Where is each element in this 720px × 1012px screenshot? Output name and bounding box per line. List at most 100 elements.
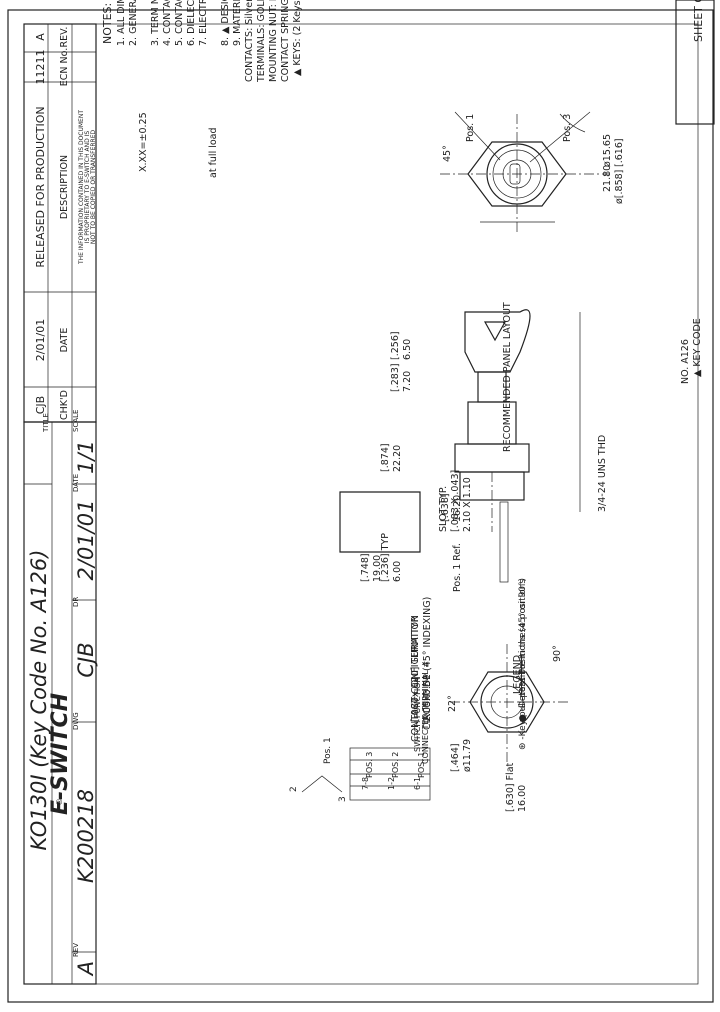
- side-d1-in: [.256]: [390, 331, 401, 360]
- rear-term-in: [.080x.020] TERM TYP: [410, 616, 421, 722]
- circuit-subtitle: CONTACT CONFIGURATION: [410, 615, 421, 742]
- circuit-n3: 3: [338, 796, 348, 802]
- key-code-2: NO. A126: [680, 339, 691, 384]
- val-1: 6-1: [413, 777, 422, 790]
- title-block: TITLE KO130I (Key Code No. A126) E-SWITC…: [23, 410, 98, 985]
- rear-dia: ø11.79: [462, 739, 473, 772]
- panel-h: 19.00: [372, 555, 383, 582]
- col-1: POS. 1: [417, 752, 426, 778]
- circuit-pos: Pos. 1: [323, 737, 333, 764]
- note-2: 2. GENERAL TOLERANCE: X.X=±0.4: [128, 0, 139, 46]
- legend-item-1: ● -Detent Positions (45° or 90°): [518, 578, 528, 722]
- rear-flat-in: [.630] Flat: [505, 762, 516, 812]
- revision-block: A REV. 11211 ECN No. RELEASED FOR PRODUC…: [23, 23, 97, 423]
- rear-flat: 16.00: [517, 785, 528, 812]
- front-dia2: 21.80: [602, 165, 613, 192]
- e-switch-logo: E-SWITCH: [48, 693, 73, 815]
- side-d4-in: [.236] TYP: [380, 533, 391, 582]
- rev-date-value: 2/01/01: [34, 319, 47, 361]
- dr-value: CJB: [74, 642, 98, 677]
- side-slot-label: SLOT TYP.: [438, 486, 449, 532]
- logo-mark: ®: [55, 798, 64, 806]
- rev-label: REV.: [59, 27, 70, 48]
- rear-pos1-ref: Pos. 1 Ref.: [452, 543, 463, 592]
- rear-view: Pos. 1 Ref. 90° 22° 2.05x0.51 [.080x.020…: [410, 543, 570, 812]
- note-9: 9. MATERIALS:: [232, 0, 243, 46]
- legend-title: LEGEND: [512, 655, 523, 694]
- scale-label: SCALE: [72, 410, 80, 432]
- note-9d: CONTACT SPRING: Piano Wire: [280, 0, 291, 82]
- rev-date-label: DATE: [59, 328, 70, 353]
- front-dia1: ø15.65: [602, 134, 613, 167]
- title-label: TITLE: [42, 413, 50, 433]
- rev-value: A: [34, 33, 47, 41]
- legend-item-2: ⊛ -Key pull possible in these positions: [518, 579, 528, 750]
- rear-ang90: 90°: [552, 645, 563, 662]
- note-2b: X.XX=±0.25: [138, 112, 149, 172]
- col-2: POS. 2: [391, 752, 400, 778]
- col-3: POS. 3: [365, 752, 374, 778]
- side-d2-in: [.283]: [390, 363, 401, 392]
- front-dia1-in: [.616]: [614, 138, 625, 167]
- circuit-n2: 2: [289, 786, 299, 792]
- dwg-value: K200218: [74, 789, 98, 883]
- title-value: KO130I (Key Code No. A126): [27, 550, 51, 851]
- desc-label: DESCRIPTION: [59, 155, 70, 219]
- front-pos3: Pos. 3: [562, 114, 573, 142]
- front-angle: 45°: [442, 145, 453, 162]
- note-5: 5. CONTACT RESISTANCE: Below 10 milliohm…: [174, 0, 185, 46]
- key-code-1: ▲ KEY CODE: [692, 318, 703, 377]
- date-label: DATE: [72, 474, 80, 492]
- chkd-label: CHK'D: [59, 390, 70, 420]
- rear-dia-in: [.464]: [450, 743, 461, 772]
- note-1: 1. ALL DIMENSIONS IN MM [INCH]: [116, 0, 127, 46]
- front-dia2-in: ø[.858]: [614, 170, 625, 204]
- panel-h-in: [.748]: [360, 553, 371, 582]
- dr-label: DR: [72, 597, 80, 607]
- side-thread: 3/4-24 UNS THD: [597, 435, 608, 512]
- date-value: 2/01/01: [74, 500, 98, 581]
- sheet-border: [7, 9, 714, 1003]
- sheet-of-label: SHEET OF: [692, 0, 705, 42]
- legend-block: LEGEND ● -Detent Positions (45° or 90°) …: [512, 578, 528, 750]
- note-9e: ▲ KEYS: (2 Keys) Brass with code no. A12…: [292, 0, 303, 76]
- dwg-label: DWG: [72, 712, 80, 730]
- notes-heading: NOTES:: [101, 3, 114, 44]
- circuit-block: CIRCUIT: DP (45° INDEXING) CONTACT CONFI…: [289, 597, 433, 802]
- panel-title: RECOMMENDED PANEL LAYOUT: [502, 302, 513, 452]
- side-d1: 6.50: [402, 339, 413, 360]
- val-2: 1-2: [387, 777, 396, 790]
- panel-w: 16.20: [452, 495, 463, 522]
- note-6: 6. DIELECTRIC STRENGTH: 1KV RMS min. at …: [186, 0, 197, 46]
- front-pos1: Pos. 1: [465, 114, 476, 142]
- side-d4: 6.00: [392, 561, 403, 582]
- note-3: 3. TERM NOS FOR REF ONLY: [150, 0, 161, 46]
- sheet-of-box: [675, 0, 715, 125]
- notes-block: NOTES: 1. ALL DIMENSIONS IN MM [INCH] 2.…: [101, 0, 303, 178]
- panel-w-in: [.638]: [440, 493, 451, 522]
- rev-label-title: REV: [72, 943, 80, 957]
- val-3: 7-8: [361, 777, 370, 790]
- ecn-value: 11211: [34, 50, 47, 85]
- side-view: ▲ KEY CODE NO. A126 6.50 [.256] 7.20 [.2…: [380, 309, 703, 583]
- note-9b: TERMINALS: GOLD FLASH Over Silver (Q Con…: [256, 0, 267, 83]
- side-slot-in: [.083 X .043]: [450, 470, 461, 532]
- chkd-value: CJB: [34, 396, 47, 414]
- table-header: CONNECTED TERMINAL #: [421, 661, 430, 764]
- panel-layout: RECOMMENDED PANEL LAYOUT 16.20 [.638] 19…: [339, 302, 513, 582]
- note-7b: at full load: [208, 127, 219, 178]
- note-7: 7. ELECTRICAL LIFE: 10,000 make-and-brea…: [198, 0, 209, 46]
- side-d3-in: [.874]: [380, 443, 391, 472]
- proprietary-line-1: THE INFORMATION CONTAINED IN THIS DOCUME…: [78, 110, 85, 265]
- table-title: SWITCH FUNCTION: [413, 677, 422, 752]
- proprietary-line-3: NOT TO BE COPIED OR TRANSFERRED: [90, 129, 97, 244]
- side-slot: 2.10 X 1.10: [462, 477, 473, 532]
- front-view: Pos. 3 Pos. 1 45° ø15.65 [.616] 21.80 ø[…: [440, 111, 625, 232]
- side-d3: 22.20: [392, 445, 403, 472]
- rev-value-title: A: [74, 961, 98, 977]
- side-d2: 7.20: [402, 371, 413, 392]
